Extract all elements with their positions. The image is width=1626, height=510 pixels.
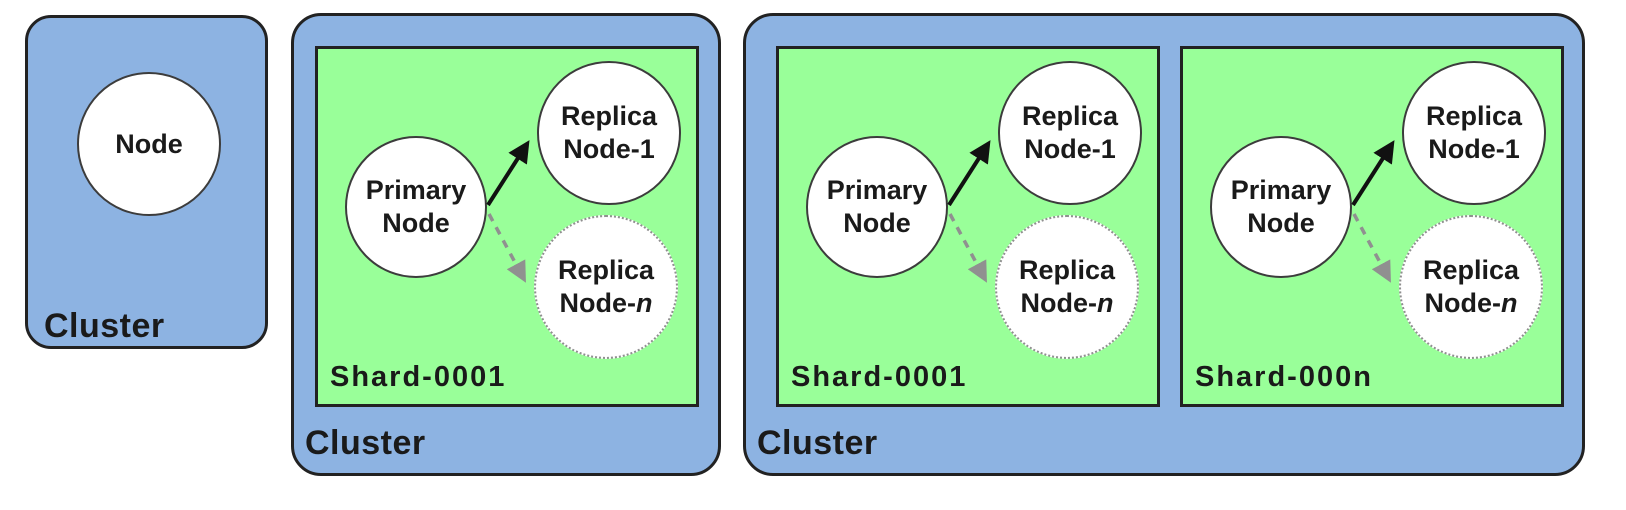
cluster-single-shard: Primary Node Replica Node-1 Replica Node… [291, 13, 721, 476]
replica-node-n-label-suffix: n [1097, 288, 1114, 318]
primary-node-label: Node [843, 208, 911, 238]
replica-node-n-circle: Replica Node-n [995, 215, 1139, 359]
primary-node-circle: Primary Node [1210, 136, 1352, 278]
cluster-multi-shard: Primary Node Replica Node-1 Replica Node… [743, 13, 1585, 476]
replication-arrow-solid [486, 140, 530, 207]
replica-node-n-label-prefix: Node- [559, 288, 637, 318]
shard-box: Primary Node Replica Node-1 Replica Node… [315, 46, 699, 407]
primary-node-label: Node [382, 208, 450, 238]
replica-node-n-circle: Replica Node-n [534, 215, 678, 359]
replica-node-1-label: Node-1 [563, 134, 655, 164]
shard-label: Shard-0001 [791, 361, 968, 393]
primary-node-circle: Primary Node [806, 136, 948, 278]
replication-arrow-dashed [487, 213, 526, 283]
cluster-label: Cluster [44, 307, 165, 345]
node-label: Node [115, 128, 183, 159]
replica-node-n-label: Node-n [1021, 287, 1114, 320]
replica-node-n-label: Replica [1422, 255, 1520, 286]
replica-node-n-label-suffix: n [636, 288, 653, 318]
replica-node-1-label: Replica [1021, 101, 1119, 132]
shard-box: Primary Node Replica Node-1 Replica Node… [776, 46, 1160, 407]
replica-node-1-circle: Replica Node-1 [537, 61, 681, 205]
replica-node-n-label: Node-n [1425, 287, 1518, 320]
replica-node-n-label: Replica [1018, 255, 1116, 286]
replica-node-n-circle: Replica Node-n [1399, 215, 1543, 359]
replica-node-1-label: Replica [1425, 101, 1523, 132]
cluster-label: Cluster [757, 424, 878, 462]
replica-node-1-label: Node-1 [1428, 134, 1520, 164]
replication-arrow-solid [1351, 140, 1395, 207]
primary-node-label: Primary [1230, 175, 1332, 206]
replica-node-n-label-suffix: n [1501, 288, 1518, 318]
replica-node-n-label: Replica [557, 255, 655, 286]
replication-arrow-solid [947, 140, 991, 207]
replica-node-n-label: Node-n [560, 287, 653, 320]
shard-label: Shard-0001 [330, 361, 507, 393]
cluster-label: Cluster [305, 424, 426, 462]
node-circle: Node [77, 72, 221, 216]
primary-node-label: Primary [365, 175, 467, 206]
shard-box: Primary Node Replica Node-1 Replica Node… [1180, 46, 1564, 407]
cluster-single-node: Node Cluster [25, 15, 268, 349]
primary-node-label: Primary [826, 175, 928, 206]
replication-arrow-dashed [1352, 213, 1391, 283]
primary-node-circle: Primary Node [345, 136, 487, 278]
replica-node-1-label: Replica [560, 101, 658, 132]
replica-node-n-label-prefix: Node- [1424, 288, 1502, 318]
shard-label: Shard-000n [1195, 361, 1373, 393]
replica-node-1-circle: Replica Node-1 [1402, 61, 1546, 205]
replica-node-1-label: Node-1 [1024, 134, 1116, 164]
replica-node-n-label-prefix: Node- [1020, 288, 1098, 318]
primary-node-label: Node [1247, 208, 1315, 238]
replication-arrow-dashed [948, 213, 987, 283]
replica-node-1-circle: Replica Node-1 [998, 61, 1142, 205]
